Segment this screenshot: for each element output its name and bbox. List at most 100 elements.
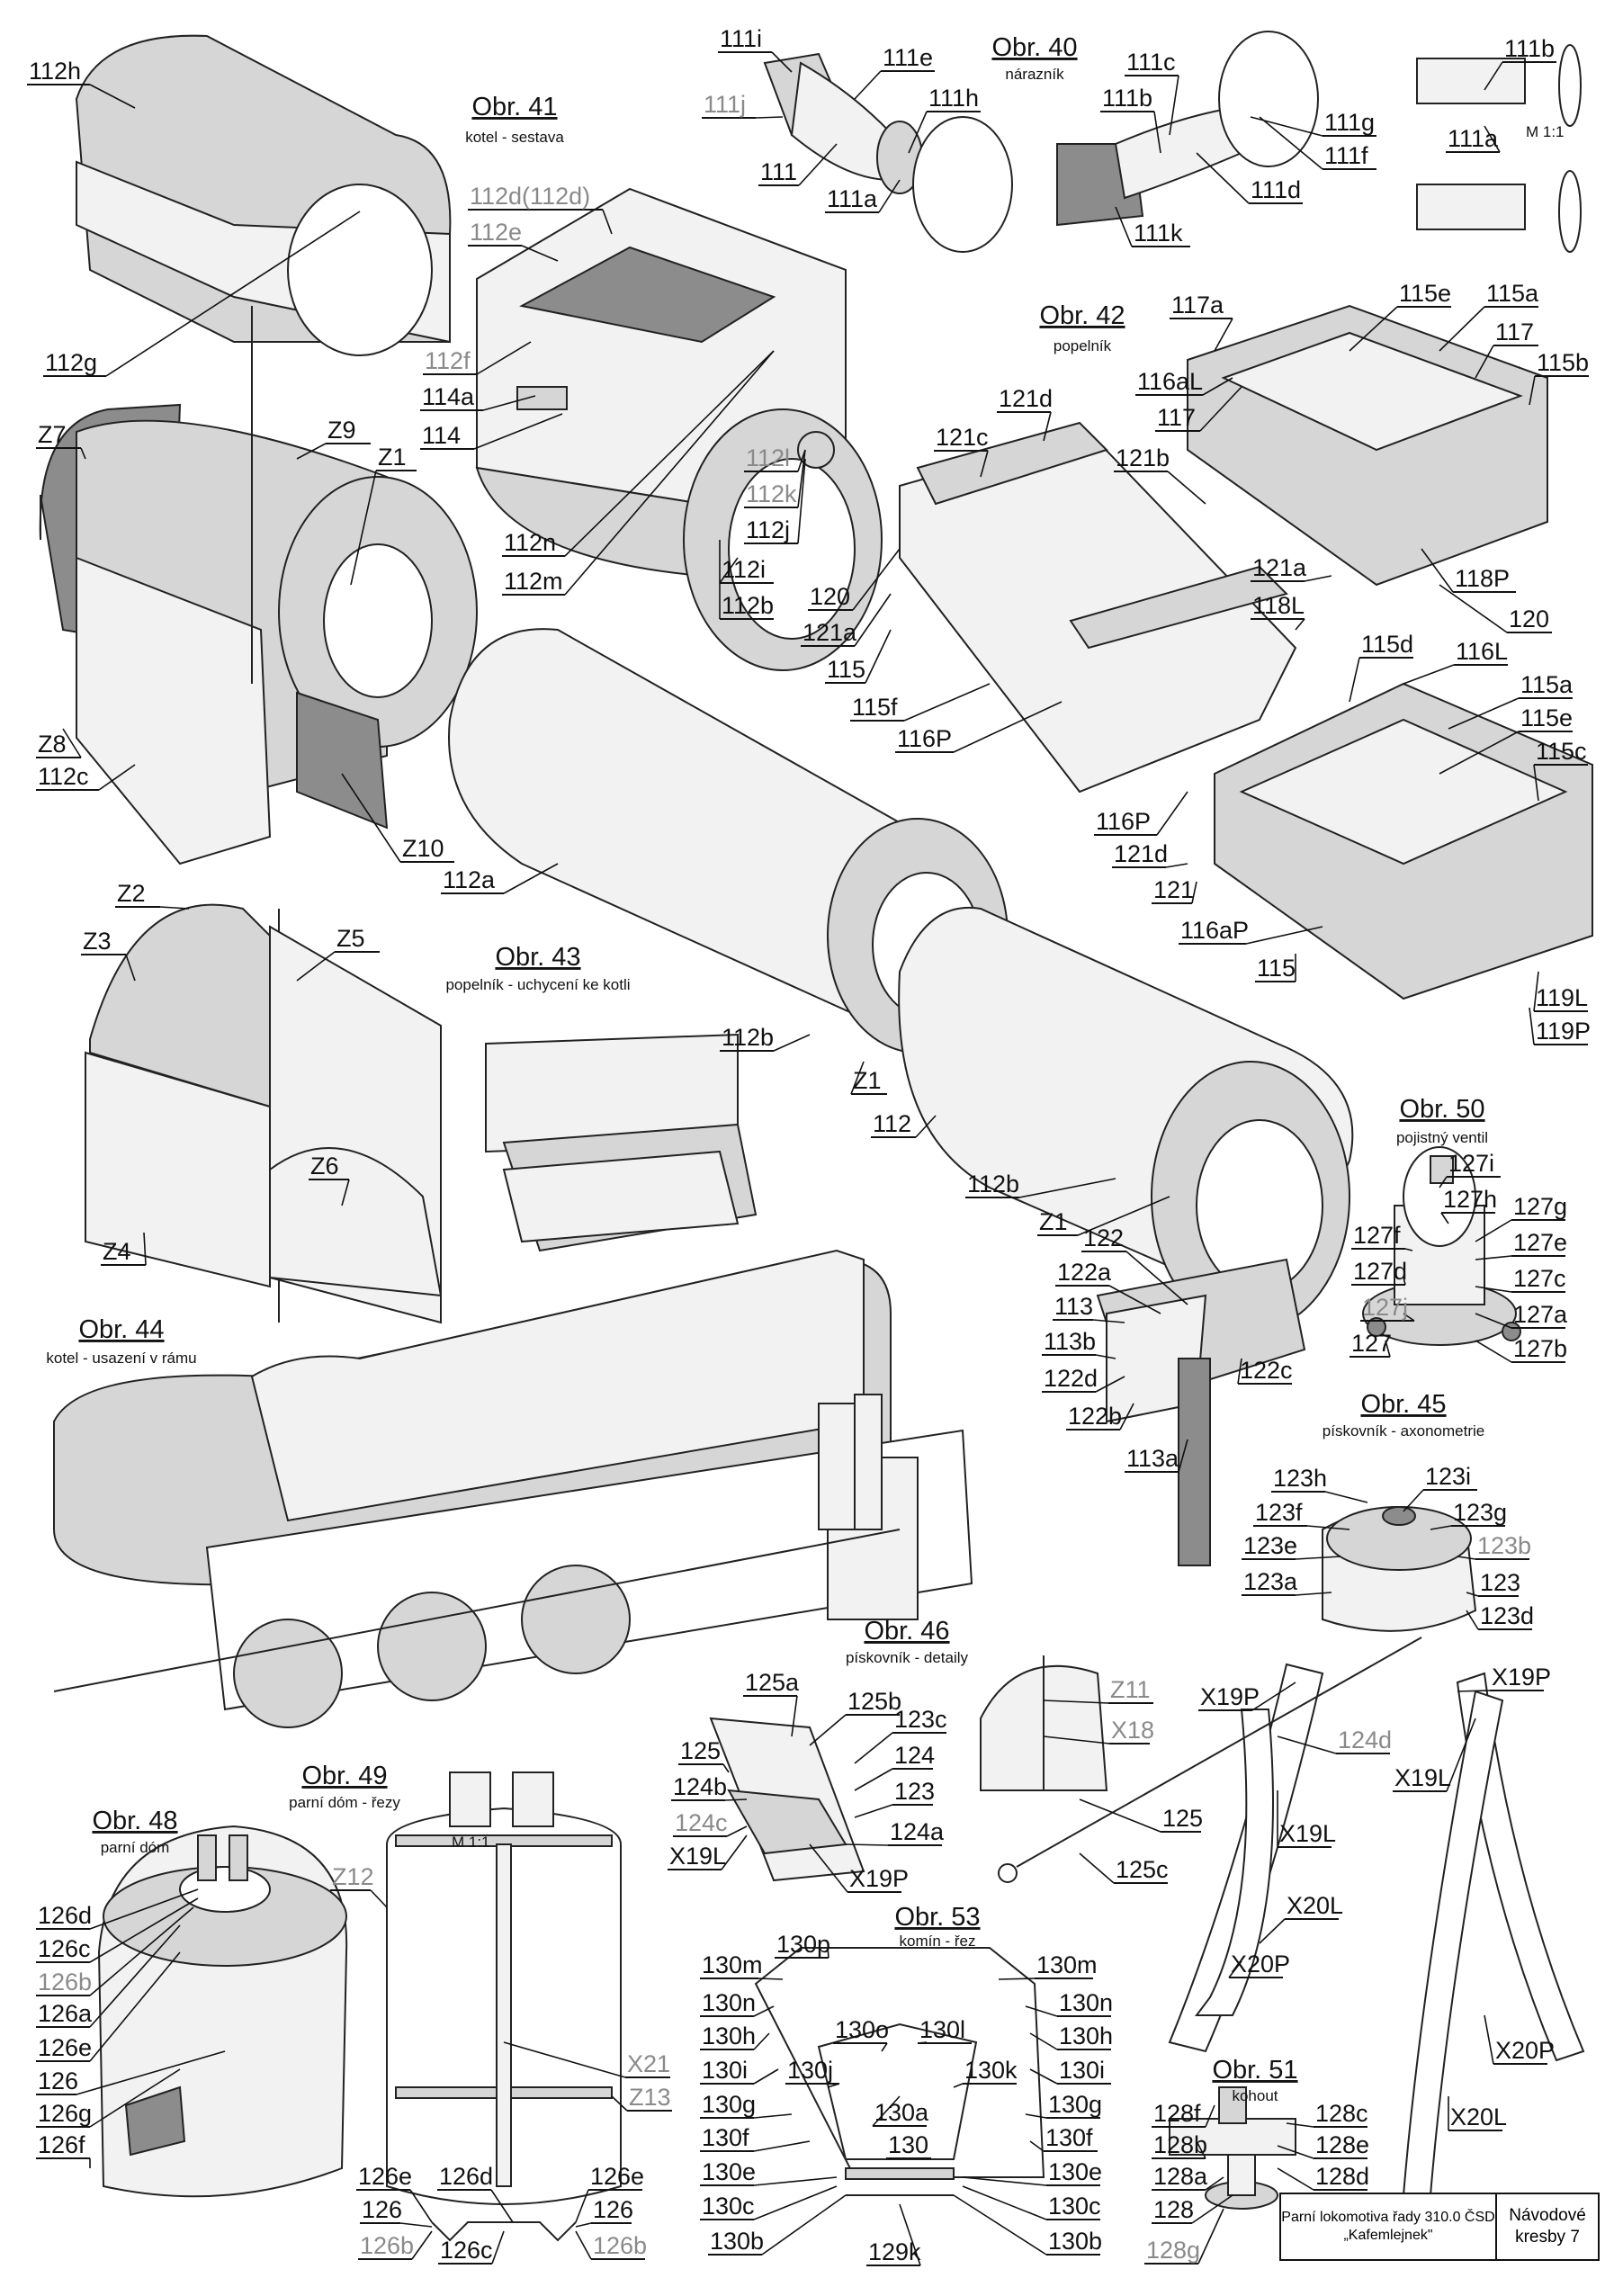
obr41-title: Obr. 41 — [471, 93, 557, 121]
leader-line — [1484, 125, 1501, 153]
part-label-x20l: X20L — [1287, 1892, 1343, 1919]
leader-line — [1029, 2032, 1058, 2050]
leader-line — [1169, 75, 1179, 136]
part-label-130e: 130e — [1048, 2158, 1102, 2185]
leader-line — [1115, 206, 1133, 247]
part-label-128b: 128b — [1153, 2131, 1207, 2158]
obr48-subtitle: parní dóm — [101, 1839, 170, 1856]
leader-line — [827, 1947, 829, 1959]
leader-line — [602, 209, 613, 235]
part-label-121a: 121a — [803, 619, 857, 646]
leader-line — [503, 863, 559, 894]
part-label-111a: 111a — [1448, 125, 1499, 152]
leader-line — [1196, 2140, 1206, 2159]
leader-line — [1178, 1439, 1188, 1473]
obr45-subtitle: pískovník - axonometrie — [1323, 1422, 1484, 1439]
part-label-115d: 115d — [1361, 631, 1413, 658]
leader-line — [854, 593, 892, 647]
leader-line — [854, 1804, 893, 1818]
part-label-115: 115 — [827, 656, 865, 683]
leader-line — [370, 1889, 388, 1908]
part-label-x19l: X19L — [669, 1843, 726, 1870]
part-label-126f: 126f — [38, 2131, 85, 2158]
part-label-127a: 127a — [1513, 1301, 1568, 1328]
obr41-drawing — [39, 34, 1354, 1332]
leader-line — [1025, 2005, 1058, 2017]
leader-line — [773, 1034, 811, 1052]
leader-line — [1197, 2208, 1224, 2265]
part-label-127b: 127b — [1513, 1335, 1567, 1362]
part-label-129k: 129k — [868, 2238, 921, 2265]
part-label-130a: 130a — [874, 2099, 929, 2126]
part-label-112m: 112m — [504, 568, 563, 595]
leader-line — [1457, 1556, 1476, 1560]
part-label-z1: Z1 — [378, 444, 407, 471]
leader-line — [125, 954, 136, 982]
leader-line — [1484, 61, 1503, 91]
leader-line — [719, 557, 739, 584]
part-label-112b: 112b — [722, 592, 774, 619]
part-label-126d: 126d — [38, 1902, 92, 1929]
leader-line — [753, 2140, 811, 2152]
part-label-111d: 111d — [1251, 176, 1301, 203]
leader-line — [1277, 1735, 1337, 1754]
part-label-121d: 121d — [999, 385, 1053, 412]
obr45-title: Obr. 45 — [1360, 1390, 1446, 1419]
obr46-drawing — [709, 1655, 1108, 1882]
part-label-123: 123 — [894, 1778, 935, 1805]
scale-note: M 1:1 — [452, 1834, 490, 1851]
leader-line — [1475, 345, 1494, 379]
part-label-126d: 126d — [439, 2163, 493, 2190]
leader-line — [1324, 1491, 1368, 1503]
part-label-124: 124 — [894, 1742, 935, 1769]
leader-line — [953, 701, 1063, 753]
part-label-x19l: X19L — [1279, 1820, 1336, 1847]
leader-line — [1077, 1196, 1170, 1236]
part-label-127: 127 — [1351, 1330, 1392, 1357]
part-label-122c: 122c — [1240, 1357, 1293, 1384]
part-label-111h: 111h — [928, 85, 979, 112]
leader-line — [1440, 1212, 1449, 1224]
part-label-115e: 115e — [1399, 280, 1451, 307]
obr53-title: Obr. 53 — [894, 1903, 980, 1932]
leader-line — [62, 728, 82, 758]
leader-line — [854, 1768, 893, 1791]
part-label-z5: Z5 — [336, 925, 365, 952]
part-label-128d: 128d — [1315, 2163, 1369, 2190]
part-label-130j: 130j — [787, 2057, 833, 2084]
part-label-127h: 127h — [1443, 1186, 1497, 1213]
leader-line — [1475, 1255, 1512, 1260]
leader-lines — [27, 51, 1589, 2266]
part-label-116p: 116P — [897, 725, 952, 752]
part-label-111b: 111b — [1504, 35, 1555, 62]
part-label-123f: 123f — [1255, 1499, 1303, 1526]
leader-line — [1484, 2014, 1494, 2065]
leader-line — [503, 2041, 626, 2078]
part-label-112e: 112e — [470, 219, 522, 246]
obr46-subtitle: pískovník - detaily — [846, 1649, 969, 1666]
leader-line — [852, 548, 901, 611]
leader-line — [1475, 1219, 1512, 1242]
leader-line — [917, 2041, 928, 2044]
leader-line — [1156, 791, 1188, 836]
leader-line — [1349, 306, 1398, 352]
leader-line — [1529, 1007, 1535, 1045]
leader-line — [1029, 2140, 1045, 2152]
leader-line — [797, 449, 806, 508]
part-label-x20p: X20P — [1495, 2037, 1555, 2064]
obr53-subtitle: komín - řez — [899, 1933, 975, 1950]
part-label-120: 120 — [1509, 605, 1549, 632]
leader-line — [1079, 1852, 1115, 1884]
part-label-115e: 115e — [1520, 704, 1573, 731]
part-label-130h: 130h — [702, 2022, 756, 2049]
part-label-126a: 126a — [38, 2000, 93, 2027]
part-label-126e: 126e — [358, 2163, 412, 2190]
part-label-116l: 116L — [1456, 638, 1508, 665]
leader-line — [105, 211, 361, 377]
part-label-115: 115 — [1257, 955, 1296, 982]
leader-line — [1153, 111, 1161, 154]
part-label-127j: 127j — [1362, 1294, 1408, 1321]
scale-note: M 1:1 — [1526, 123, 1565, 140]
part-label-z4: Z4 — [103, 1238, 131, 1265]
